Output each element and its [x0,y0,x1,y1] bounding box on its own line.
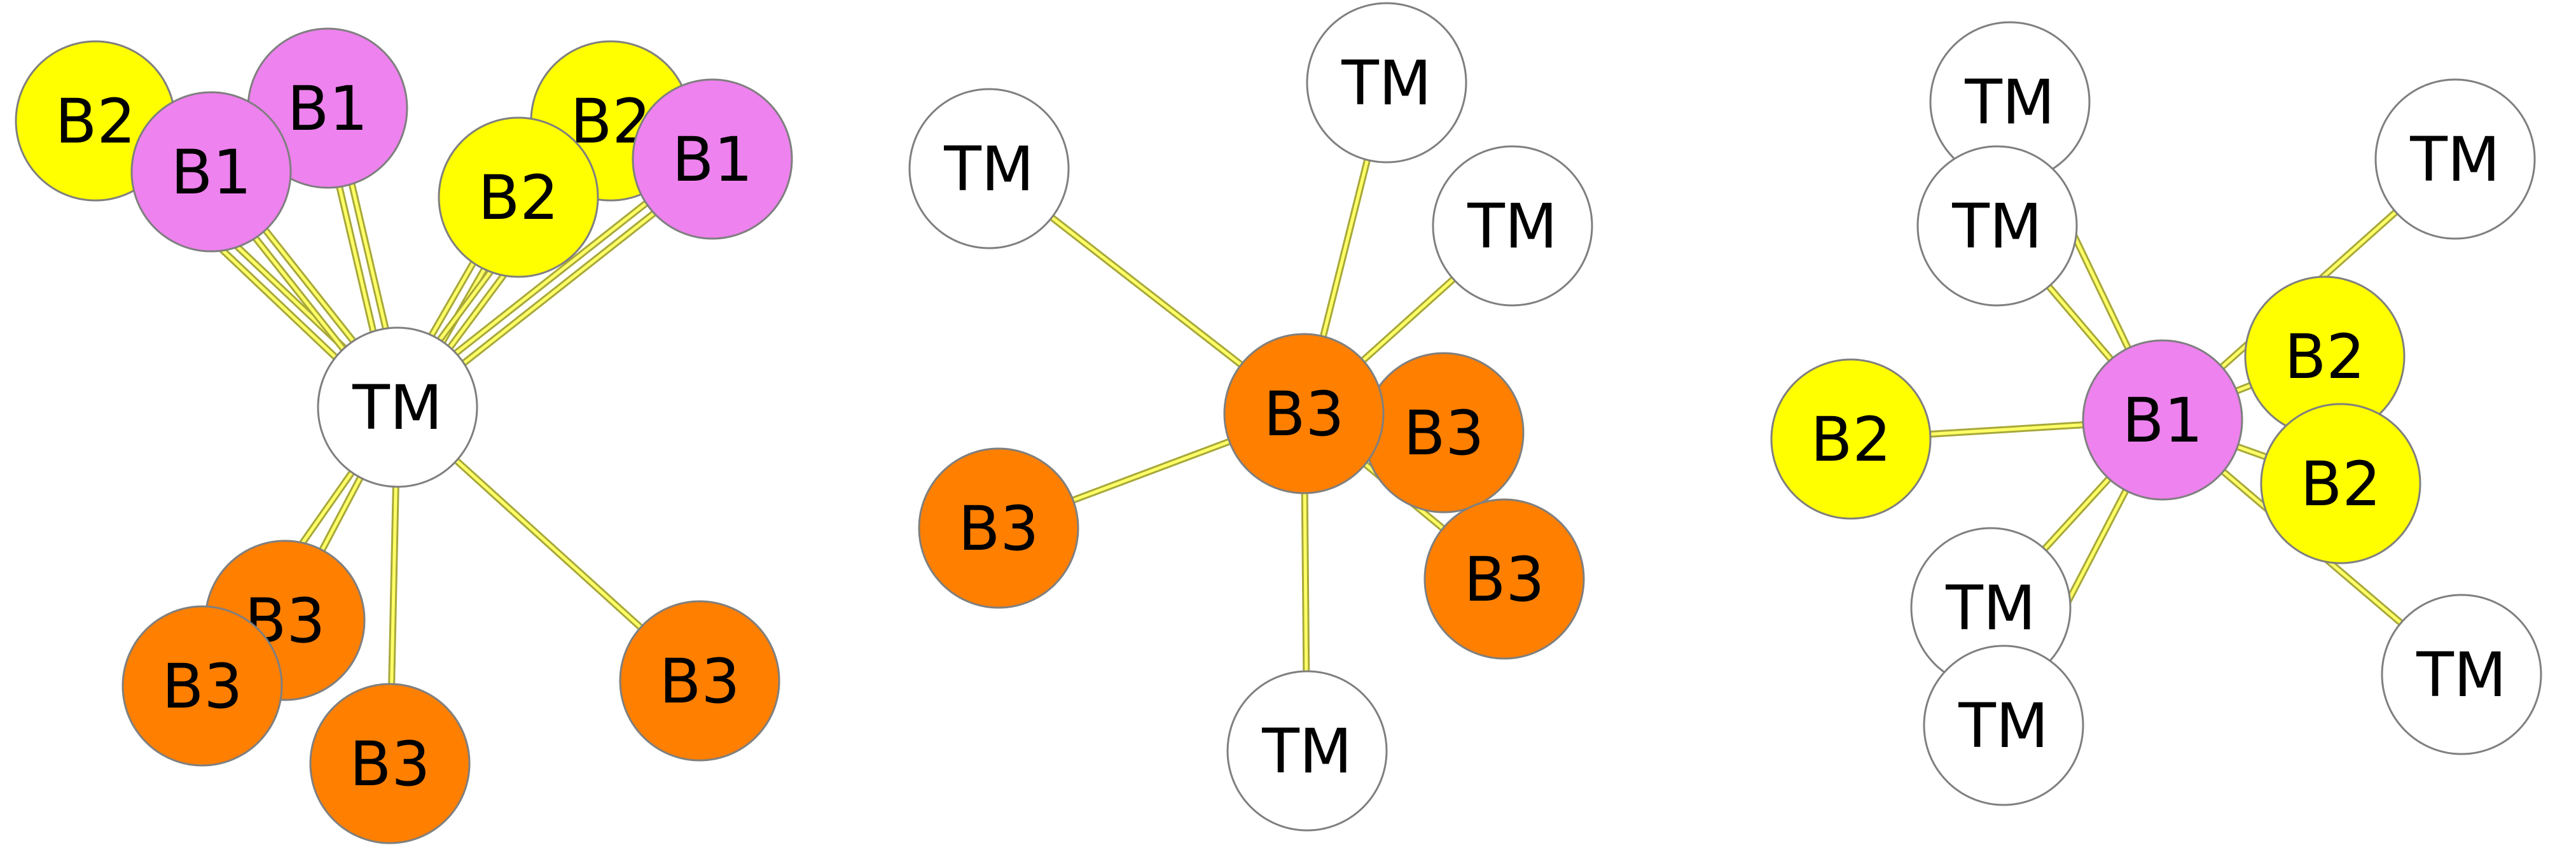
node-label: B2 [2285,321,2365,393]
node-b1: B1 [130,91,292,253]
node-circle [2260,403,2421,564]
node-label: TM [2416,639,2506,711]
node-circle [619,600,780,762]
node-label: B1 [171,137,252,208]
node-tm: TM [908,88,1070,249]
node-label: B1 [287,73,368,144]
node-circle [632,78,793,240]
node-circle [130,91,292,253]
node-label: B3 [959,493,1039,564]
node-circle [1423,498,1585,660]
node-circle [1306,2,1467,164]
node-label: B3 [350,729,431,800]
node-label: B2 [2301,449,2381,520]
node-label: TM [1958,690,2048,762]
node-circle [121,605,283,767]
node-label: B3 [1464,544,1545,615]
node-label: TM [1341,48,1431,119]
node-label: TM [1467,191,1557,262]
node-tm: TM [2381,594,2542,755]
node-b2: B2 [438,116,599,278]
node-circle [438,116,599,278]
node-label: B1 [2122,385,2203,456]
node-circle [1223,333,1385,494]
node-label: TM [2409,124,2500,195]
node-b3: B3 [619,600,780,762]
node-label: TM [1945,573,2035,644]
node-label: TM [1964,67,2054,138]
node-b3: B3 [121,605,283,767]
node-label: TM [1951,191,2042,262]
node-tm: TM [1432,145,1593,307]
node-circle [1432,145,1593,307]
node-circle [1226,670,1388,832]
node-circle [2082,339,2243,501]
node-circle [1923,645,2084,806]
node-b1: B1 [632,78,793,240]
node-circle [309,683,471,844]
node-label: B3 [1264,379,1345,450]
node-tm: TM [2374,78,2536,240]
node-b3: B3 [918,447,1079,609]
node-tm: TM [1306,2,1467,164]
node-label: B2 [55,86,136,157]
node-circle [2381,594,2542,755]
node-b3: B3 [309,683,471,844]
node-circle [1770,358,1932,520]
node-b1: B1 [2082,339,2243,501]
node-b3: B3 [1223,333,1385,494]
node-tm: TM [1226,670,1388,832]
node-label: TM [1261,716,1352,787]
node-label: B3 [162,651,243,722]
node-tm: TM [1916,145,2078,307]
node-label: TM [352,372,442,443]
node-circle [908,88,1070,249]
node-tm: TM [1929,21,2091,183]
node-circle [918,447,1079,609]
node-label: B3 [660,646,740,717]
node-b2: B2 [1770,358,1932,520]
node-label: B1 [672,124,753,195]
node-b2: B2 [2260,403,2421,564]
node-tm: TM [1923,645,2084,806]
node-label: B3 [1404,398,1485,469]
node-circle [317,326,478,488]
node-label: B2 [478,162,559,234]
node-circle [1916,145,2078,307]
node-tm: TM [1910,527,2072,688]
node-label: B2 [1811,404,1892,475]
node-circle [2374,78,2536,240]
node-tm: TM [317,326,478,488]
node-label: TM [943,134,1034,205]
node-b3: B3 [1423,498,1585,660]
node-b3: B3 [1363,352,1525,513]
